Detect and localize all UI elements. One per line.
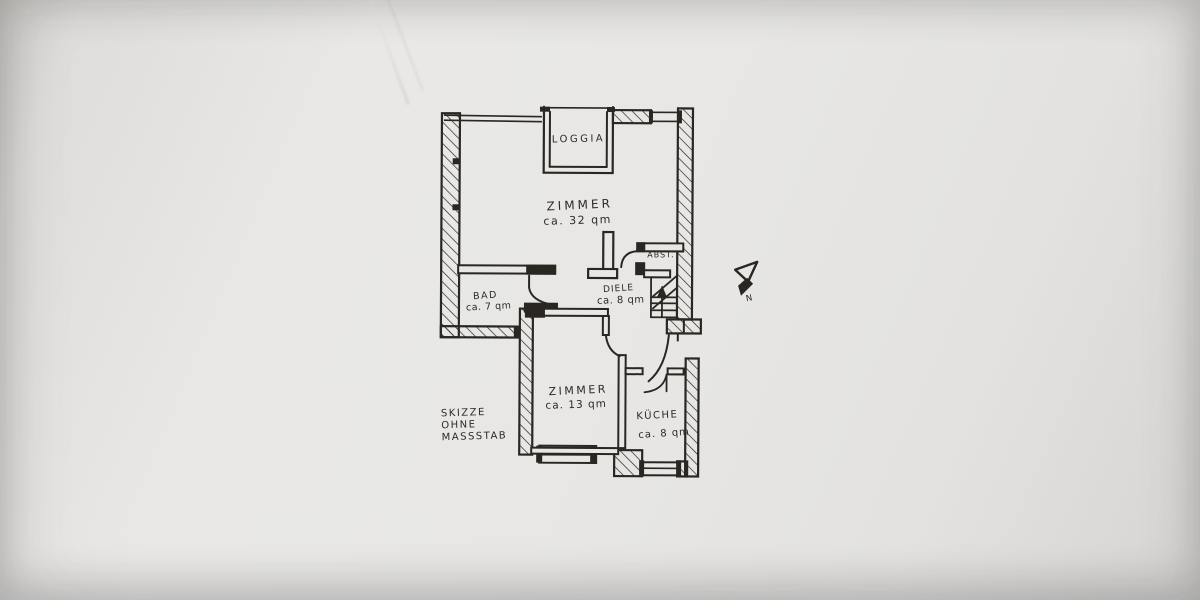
scale-note-line-3: MASSSTAB — [441, 430, 508, 444]
column — [587, 230, 619, 280]
staircase — [650, 275, 678, 319]
doors — [528, 250, 670, 394]
loggia-walls — [539, 105, 616, 175]
room-label-loggia: LOGGIA — [551, 133, 606, 146]
room-area-bad: ca. 7 qm — [465, 300, 512, 314]
room-area-zimmer-klein: ca. 13 qm — [545, 397, 608, 412]
room-label-kueche: KÜCHE — [636, 409, 679, 423]
room-area-zimmer-gross: ca. 32 qm — [543, 212, 613, 228]
interior-walls — [457, 242, 700, 456]
scale-note: SKIZZE OHNE MASSSTAB — [441, 406, 508, 444]
wall-details — [452, 158, 685, 342]
north-arrow-icon — [733, 260, 759, 296]
room-label-diele: DIELE — [602, 283, 635, 296]
room-label-abstellraum: ABST. — [647, 250, 675, 260]
room-area-diele: ca. 8 qm — [596, 294, 645, 307]
